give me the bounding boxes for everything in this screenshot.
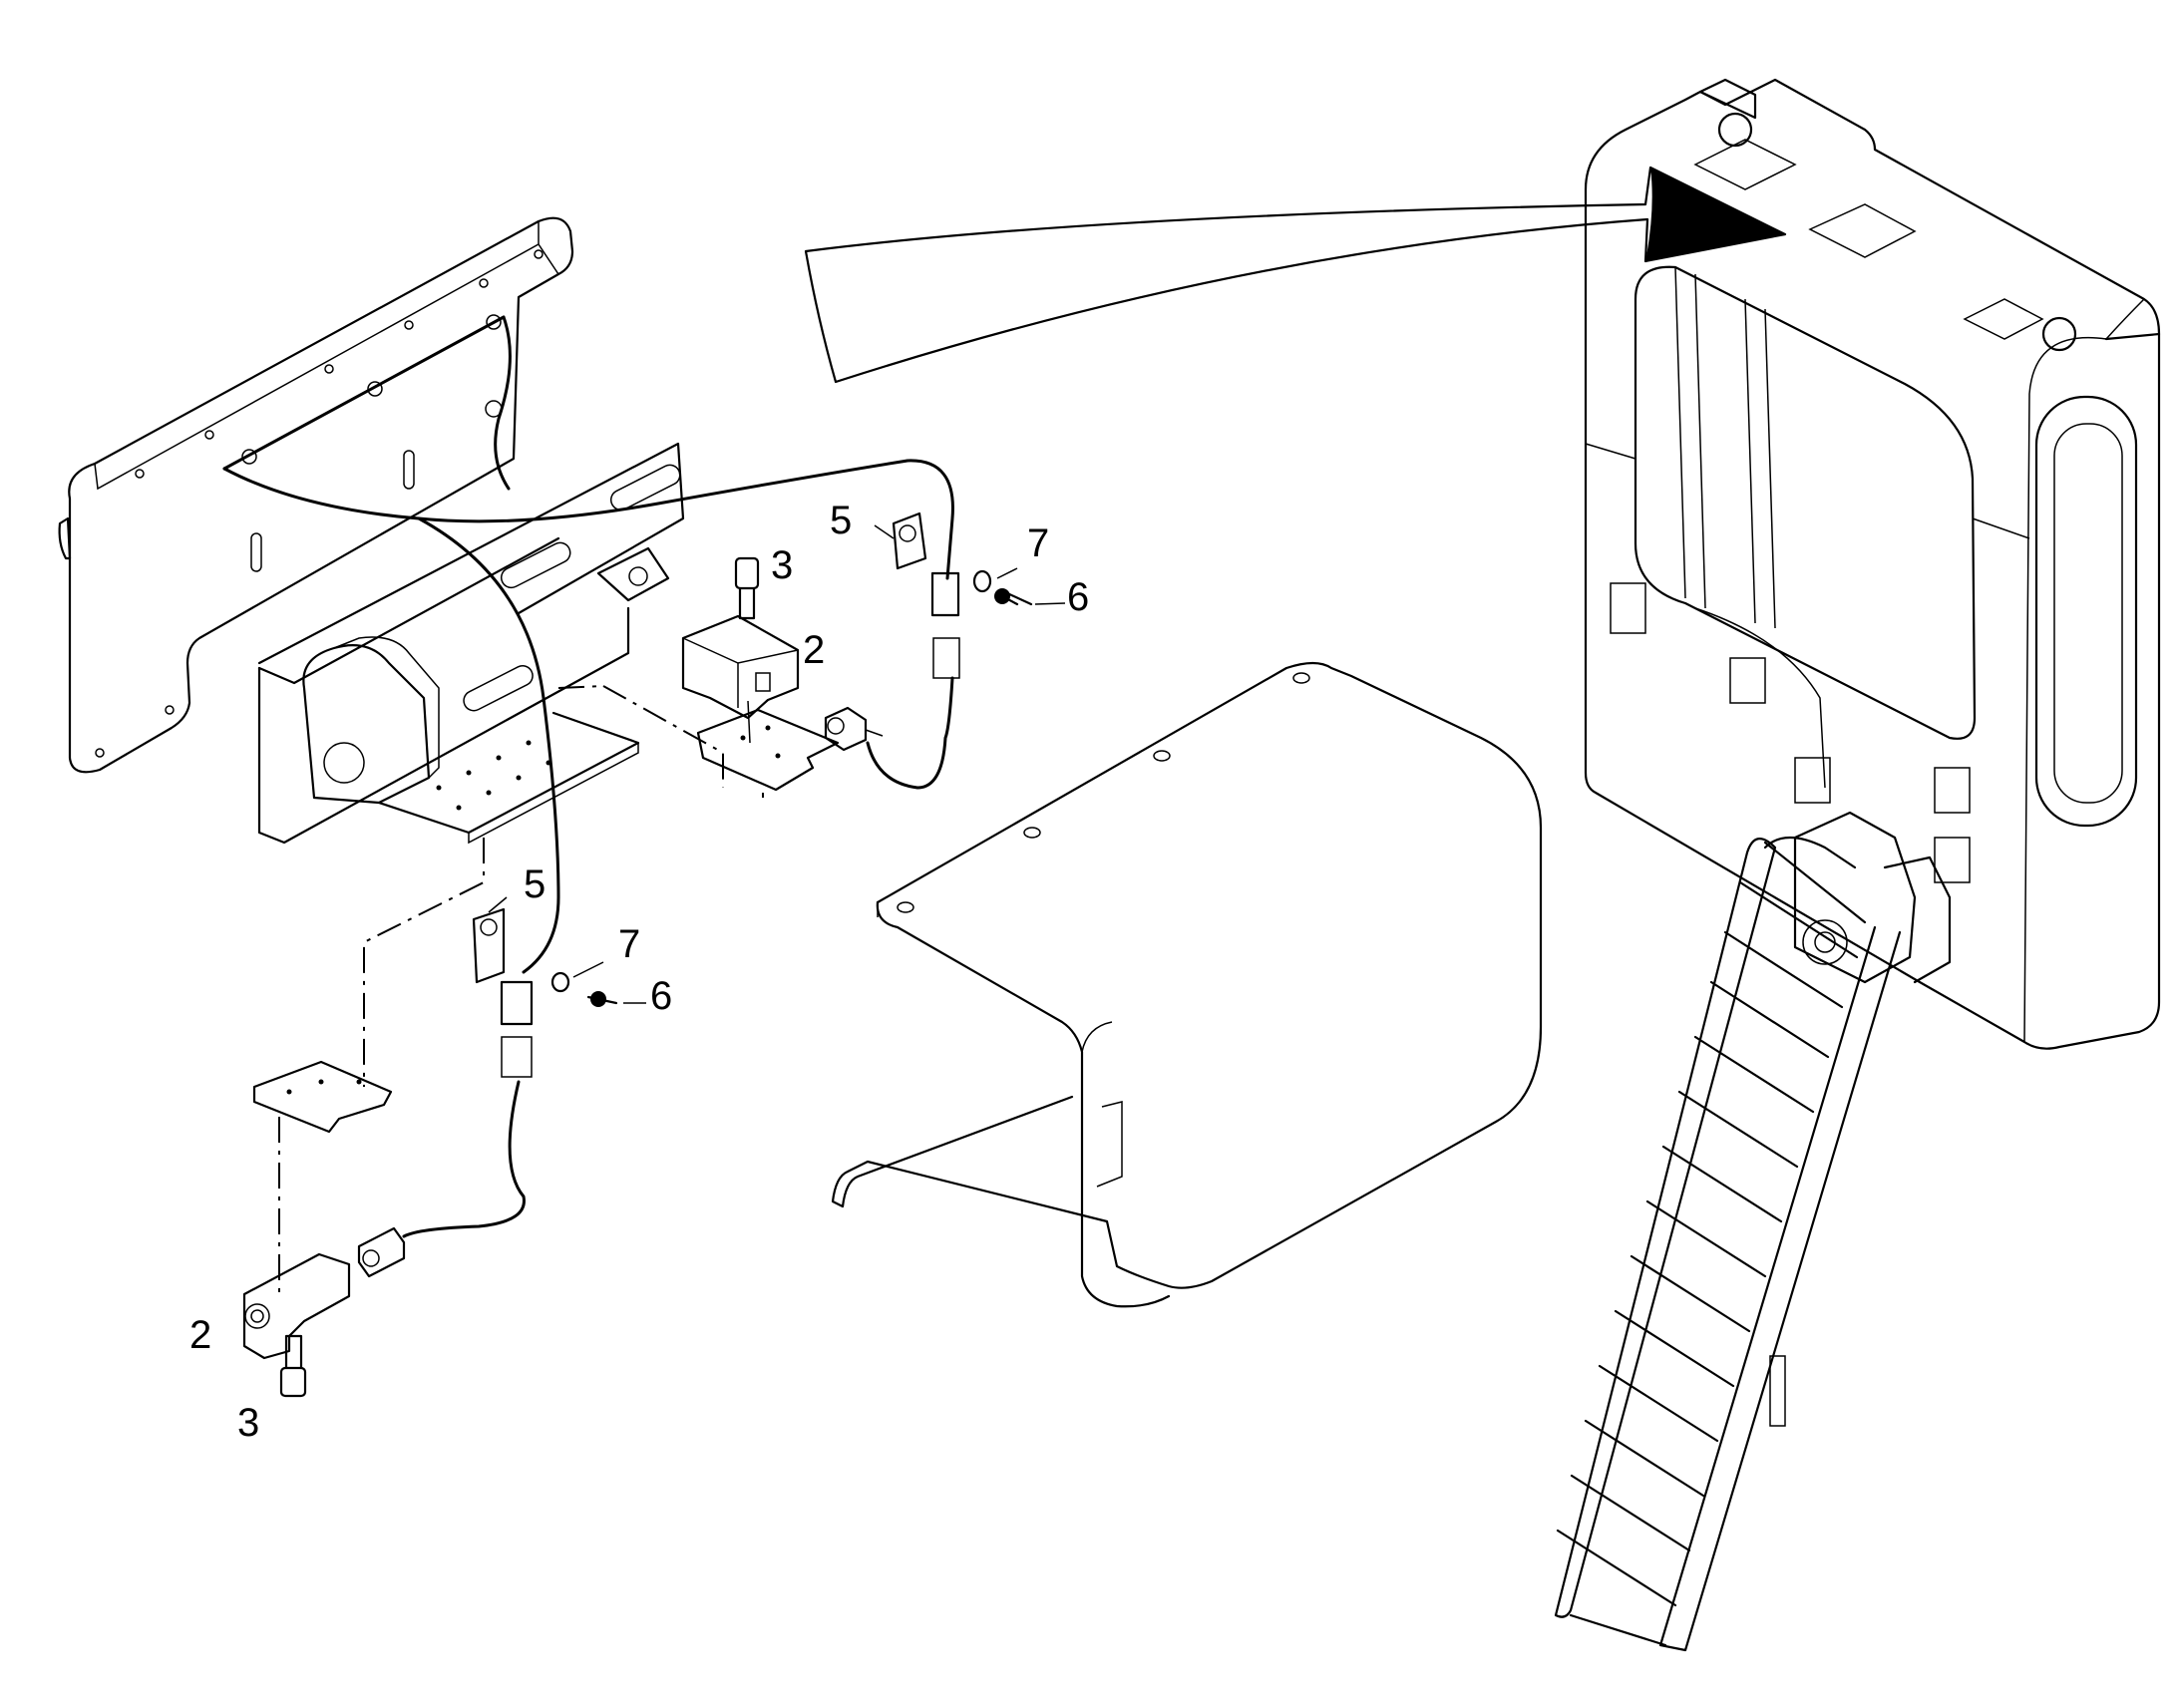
machine-frame: [1584, 78, 2161, 1050]
mounting-bracket-assembly: [58, 216, 685, 845]
guard-cover: [831, 661, 1543, 1308]
leader-lines: [488, 524, 1066, 1004]
callout-labels: 2 3 5 7 6 5 7 6 2 3: [189, 499, 1089, 1445]
callout-3-lower: 3: [237, 1401, 259, 1445]
wiring-harness: [222, 314, 954, 1238]
callout-2-lower: 2: [189, 1313, 211, 1357]
direction-arrow: [804, 166, 1787, 384]
callout-5-upper: 5: [830, 499, 852, 542]
callout-7-lower: 7: [618, 922, 640, 966]
callout-2-upper: 2: [803, 628, 825, 672]
callout-3-upper: 3: [771, 543, 793, 587]
access-ladder: [1554, 837, 1902, 1652]
upper-sensor-group: [681, 512, 1033, 792]
callout-6-lower: 6: [650, 974, 672, 1018]
callout-5-lower: 5: [524, 862, 545, 906]
callout-7-upper: 7: [1027, 521, 1049, 565]
callout-6-upper: 6: [1067, 575, 1089, 619]
alignment-lines: [278, 685, 764, 1296]
lower-sensor-group: [242, 907, 618, 1398]
